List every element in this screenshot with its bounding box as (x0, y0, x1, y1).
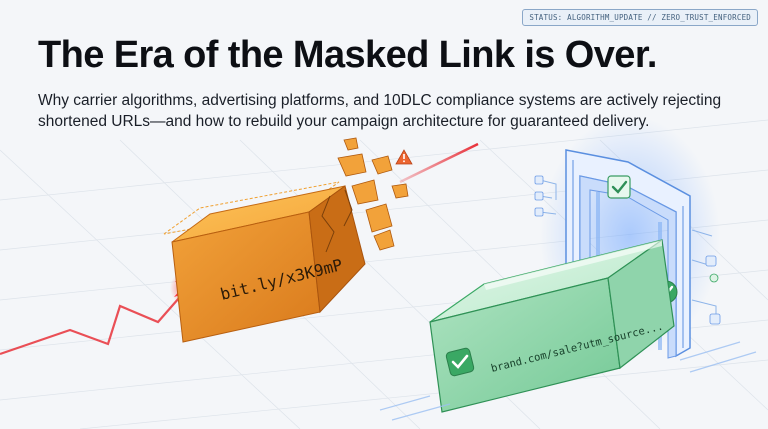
page-title: The Era of the Masked Link is Over. (38, 34, 657, 76)
circuit-nodes (534, 175, 721, 325)
laser-beam-top (399, 142, 479, 184)
broken-shards (337, 137, 409, 251)
data-streaks (379, 341, 757, 421)
laser-beam-zigzag (0, 289, 187, 356)
page-subtitle: Why carrier algorithms, advertising plat… (38, 92, 722, 130)
status-badge: STATUS: ALGORITHM_UPDATE // ZERO_TRUST_E… (522, 9, 758, 26)
warning-icon (395, 149, 413, 165)
shield-check-icon (607, 175, 631, 199)
masked-link-block (163, 181, 366, 343)
branded-link-block (429, 238, 675, 413)
branded-check-badge (445, 347, 475, 377)
